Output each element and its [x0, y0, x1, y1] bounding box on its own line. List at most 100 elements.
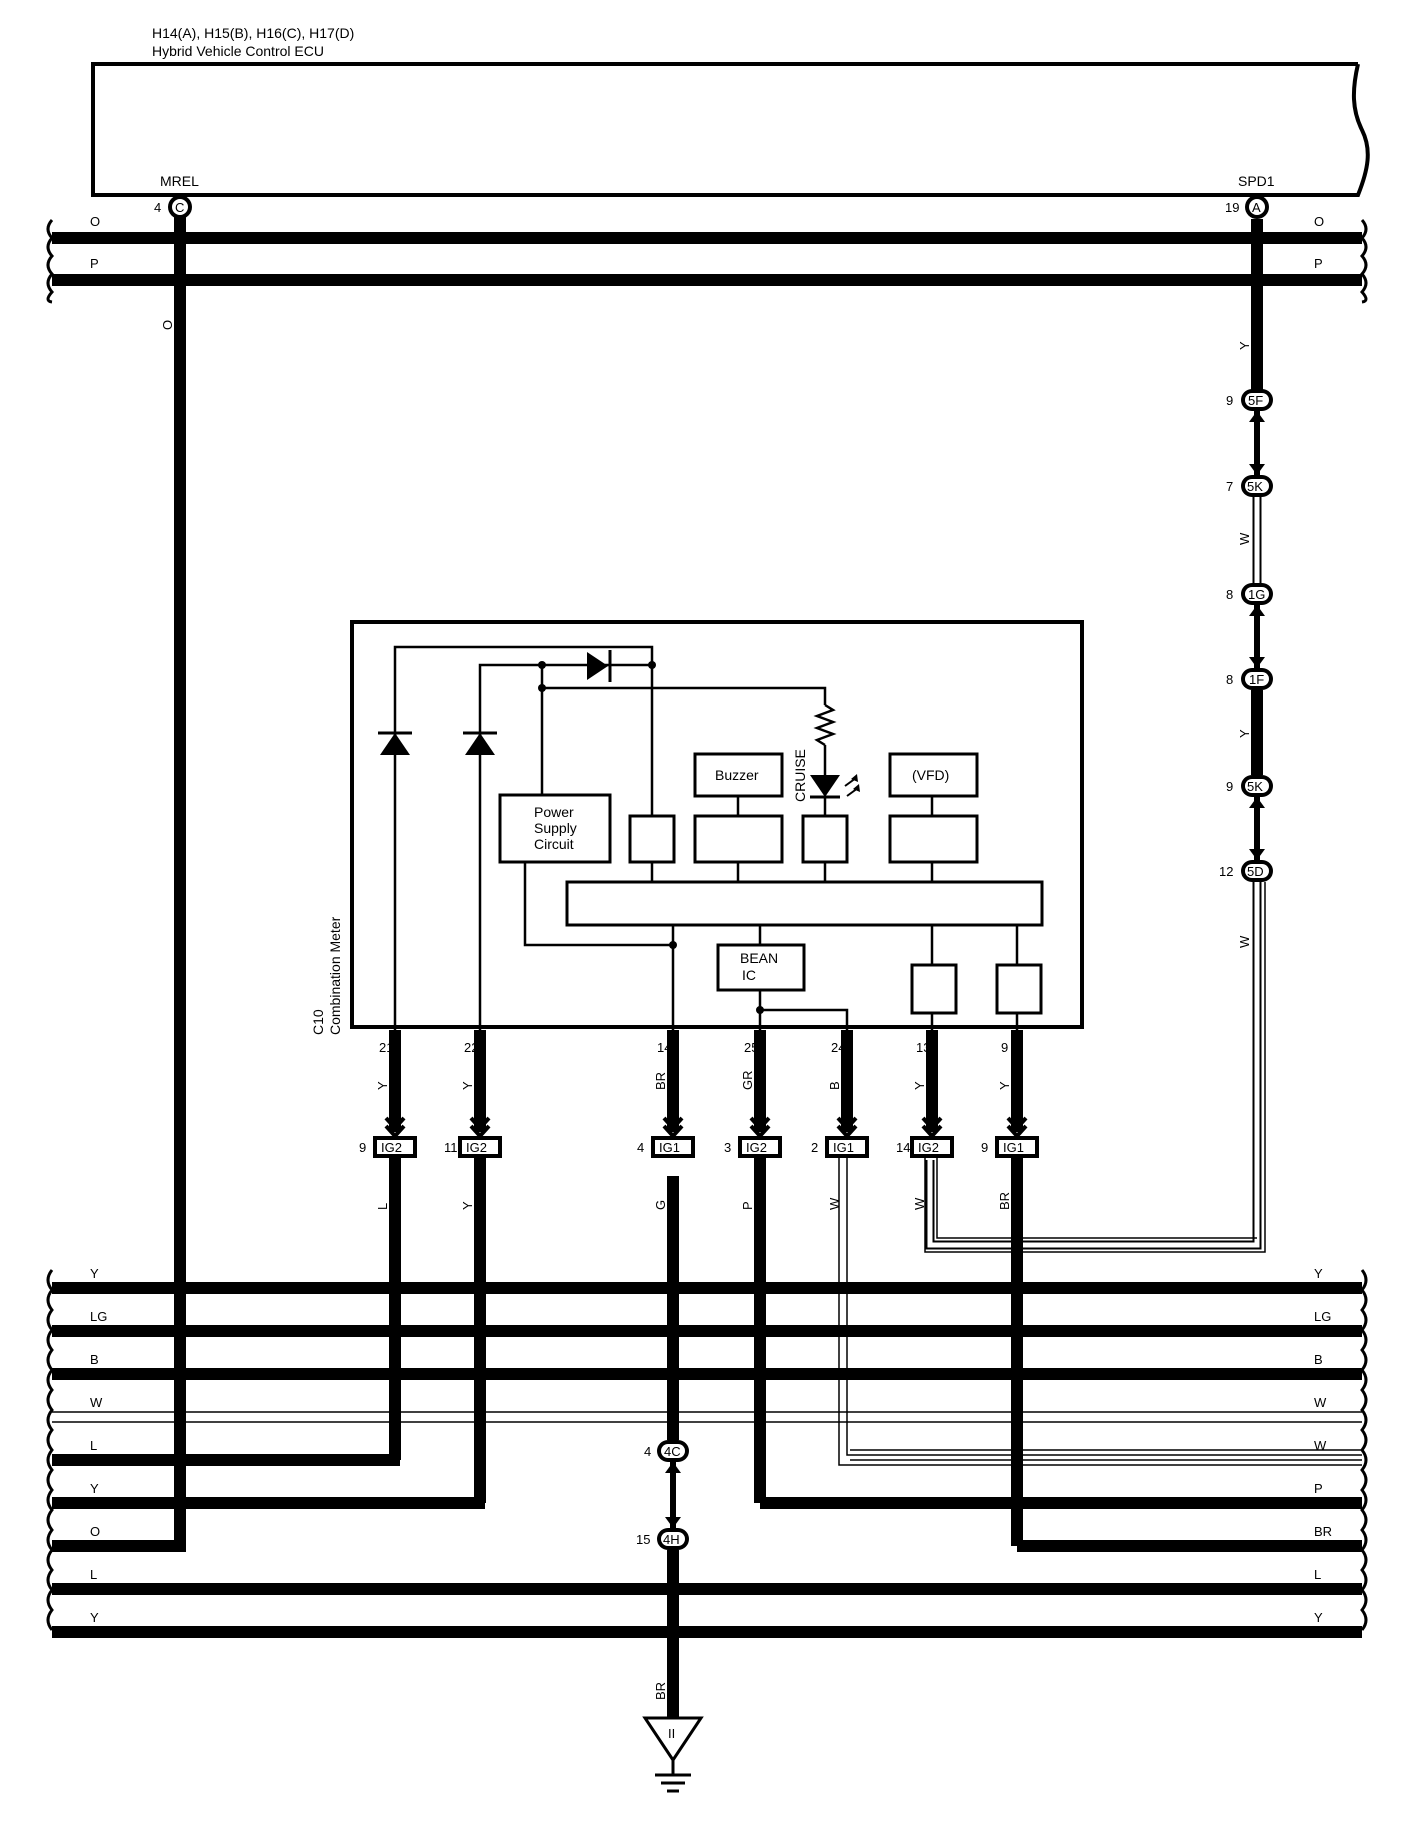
cruise-led: [810, 774, 860, 816]
connector-1g-pin: 8: [1226, 587, 1233, 602]
mrel-pin-number: 4: [154, 200, 161, 215]
wire-mrel-color: O: [160, 320, 175, 330]
relay-block-small: [628, 814, 676, 864]
wire-w-5d-to-meter: [925, 882, 1262, 1250]
meter-pin-number: 24: [831, 1040, 845, 1055]
meter-pin-number: 22: [464, 1040, 478, 1055]
connector-5k-a: 5K: [1241, 475, 1273, 497]
bottom-bus-left-label: Y: [90, 1610, 99, 1625]
bottom-bus-right-label: L: [1314, 1567, 1321, 1582]
bottom-bus-right-label: W: [1314, 1395, 1327, 1410]
connector-4h-id: 4H: [663, 1532, 680, 1547]
power-supply-line-2: Supply: [534, 820, 577, 836]
meter-pin-wire-color: Y: [997, 1081, 1012, 1090]
svg-text:5K: 5K: [1247, 779, 1263, 794]
wire-w-5k-1g-color: W: [1237, 532, 1252, 545]
meter-pin-wire-color: Y: [912, 1081, 927, 1090]
vfd-driver-block: [888, 814, 979, 864]
junction-id: IG1: [1003, 1140, 1024, 1155]
bottom-bus-right-label: W: [1314, 1438, 1327, 1453]
svg-text:1G: 1G: [1248, 587, 1265, 602]
arrow-5k-5d: [1249, 797, 1265, 860]
buzzer-label: Buzzer: [715, 767, 759, 783]
connector-5f-pin: 9: [1226, 393, 1233, 408]
meter-pin-wire-color: B: [827, 1081, 842, 1090]
spd1-pin-number: 19: [1225, 200, 1239, 215]
diode-3: [587, 650, 612, 682]
connector-5k-b: 5K: [1241, 775, 1273, 797]
meter-name-label: Combination Meter: [327, 916, 343, 1035]
connector-5f: 5F: [1241, 389, 1273, 411]
output-block-1: [910, 963, 958, 1015]
ecu-name-label: Hybrid Vehicle Control ECU: [152, 43, 324, 59]
junction-pin: 4: [637, 1140, 644, 1155]
connector-4c-id: 4C: [664, 1444, 681, 1459]
junction-out-wire-color: BR: [997, 1192, 1012, 1210]
bean-ic-line-1: BEAN: [740, 950, 778, 966]
meter-pin-wire-color: GR: [740, 1071, 755, 1091]
bottom-bus-right-label: LG: [1314, 1309, 1331, 1324]
meter-pin-wire-color: Y: [460, 1081, 475, 1090]
junction-out-wire-color: G: [653, 1200, 668, 1210]
power-supply-circuit-block: [498, 793, 612, 864]
meter-pin-number: 21: [379, 1040, 393, 1055]
bean-ic-block: [716, 943, 806, 992]
svg-text:A: A: [1252, 200, 1261, 215]
connector-4c-pin: 4: [644, 1444, 651, 1459]
connector-1f-pin: 8: [1226, 672, 1233, 687]
connector-5k-b-pin: 9: [1226, 779, 1233, 794]
junction-out-wire-color: W: [912, 1197, 927, 1210]
bottom-bus-left-label: L: [90, 1567, 97, 1582]
diode-1: [378, 731, 412, 755]
vfd-label: (VFD): [912, 767, 949, 783]
junction-out-wire-color: Y: [460, 1201, 475, 1210]
connector-1g: 1G: [1241, 583, 1273, 605]
bottom-bus-right-label: BR: [1314, 1524, 1332, 1539]
connector-5k-a-pin: 7: [1226, 479, 1233, 494]
vfd-block: [888, 752, 979, 798]
output-block-2: [995, 963, 1043, 1015]
bean-ic-line-2: IC: [742, 967, 756, 983]
arrow-1g-1f: [1249, 605, 1265, 668]
junction-pin: 11: [444, 1140, 458, 1155]
meter-code-label: C10: [310, 1009, 326, 1035]
ground-wire-color: BR: [653, 1682, 668, 1700]
junction-pin: 14: [896, 1140, 910, 1155]
meter-pin-number: 25: [744, 1040, 758, 1055]
top-bus-right-label-o: O: [1314, 214, 1324, 229]
power-supply-line-1: Power: [534, 804, 574, 820]
meter-pin-wire-color: BR: [653, 1072, 668, 1090]
combination-meter-box: [350, 620, 1084, 1029]
svg-text:5K: 5K: [1247, 479, 1263, 494]
meter-terminals: 21YIG29L22YIG211Y14BRIG14G25GRIG23P24BIG…: [359, 882, 1362, 1546]
bottom-bus-right-label: Y: [1314, 1266, 1323, 1281]
bottom-bus-left-label: LG: [90, 1309, 107, 1324]
svg-text:5D: 5D: [1247, 864, 1264, 879]
resistor: [813, 703, 837, 747]
power-supply-line-3: Circuit: [534, 836, 574, 852]
bottom-bus-left-label: L: [90, 1438, 97, 1453]
junction-id: IG2: [746, 1140, 767, 1155]
svg-text:5F: 5F: [1248, 393, 1263, 408]
bottom-bus-left-label: B: [90, 1352, 99, 1367]
bottom-bus-left-label: Y: [90, 1266, 99, 1281]
junction-id: IG2: [381, 1140, 402, 1155]
junction-id: IG1: [833, 1140, 854, 1155]
led-driver-block: [801, 814, 849, 864]
top-bus-left-label-o: O: [90, 214, 100, 229]
wire-y-1f-5k-color: Y: [1237, 729, 1252, 738]
buzzer-driver-block: [693, 814, 784, 864]
wire-spd1-color: Y: [1237, 341, 1252, 350]
junction-pin: 2: [811, 1140, 818, 1155]
junction-id: IG1: [659, 1140, 680, 1155]
svg-text:1F: 1F: [1249, 672, 1264, 687]
ecu-connectors-label: H14(A), H15(B), H16(C), H17(D): [152, 25, 354, 41]
